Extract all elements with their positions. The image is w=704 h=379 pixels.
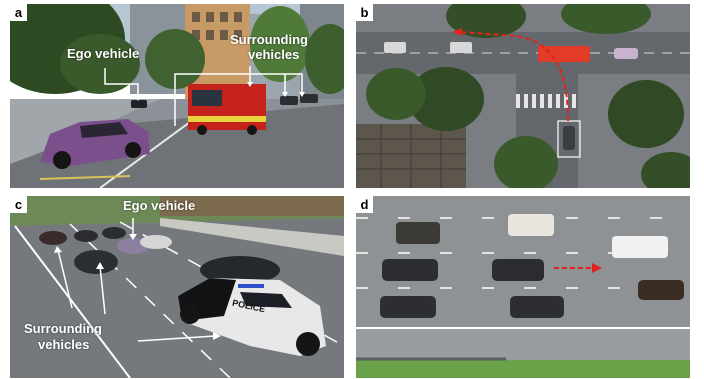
ego-vehicle-label: Ego vehicle xyxy=(67,46,140,61)
panel-a-scene xyxy=(10,4,344,188)
tree xyxy=(60,34,140,94)
ego-vehicle-label: Ego vehicle xyxy=(123,198,196,213)
tree xyxy=(641,152,690,188)
panel-b-scene xyxy=(356,4,690,188)
surrounding-vehicle xyxy=(380,296,436,318)
surrounding-vehicle xyxy=(382,259,438,281)
surrounding-vehicle xyxy=(140,235,172,249)
surrounding-vehicle xyxy=(614,48,638,59)
fire-truck xyxy=(188,84,266,135)
surrounding-vehicle xyxy=(450,42,472,53)
trajectory-arrow xyxy=(459,31,569,122)
ego-pointer-line xyxy=(104,68,139,98)
surrounding-vehicle xyxy=(384,42,406,53)
surrounding-vehicle xyxy=(74,230,98,242)
crosswalk xyxy=(516,94,576,108)
pointer-line xyxy=(99,265,106,315)
panel-d-topdown-highway: d xyxy=(356,196,690,378)
surrounding-vehicle xyxy=(102,227,126,239)
tree xyxy=(608,80,684,148)
panel-d-scene xyxy=(356,196,690,378)
pointer-line xyxy=(57,249,73,309)
surrounding-vehicles-label-line2: vehicles xyxy=(248,47,300,62)
panel-label-b: b xyxy=(356,4,373,21)
tree xyxy=(366,68,426,120)
tree xyxy=(408,67,484,131)
barrier xyxy=(160,218,344,256)
police-car xyxy=(178,278,326,356)
surrounding-pointer-line xyxy=(174,73,303,126)
panel-c-highway-scene: c Ego vehicle Surrounding vehicles POLIC… xyxy=(10,196,344,378)
tree xyxy=(561,4,651,34)
surrounding-vehicle xyxy=(74,250,118,274)
tree xyxy=(494,136,558,188)
trajectory-arrow-head xyxy=(452,28,462,36)
surrounding-vehicles-label-line2: vehicles xyxy=(38,337,90,352)
fire-truck xyxy=(538,46,590,62)
surrounding-vehicle xyxy=(508,214,554,236)
panel-label-a: a xyxy=(10,4,27,21)
surrounding-vehicle xyxy=(396,222,440,244)
panel-a-urban-street-photo: a Ego vehicle Surrounding vehicles xyxy=(10,4,344,188)
pointer-line xyxy=(137,335,216,342)
panel-b-topdown-intersection: b xyxy=(356,4,690,188)
surrounding-vehicle xyxy=(280,96,298,105)
surrounding-vehicle xyxy=(39,231,67,245)
ego-vehicle xyxy=(563,126,575,150)
trajectory-arrow-head xyxy=(592,263,602,273)
panel-label-c: c xyxy=(10,196,27,213)
surrounding-vehicle xyxy=(510,296,564,318)
grass xyxy=(356,360,690,378)
tree xyxy=(305,24,344,94)
surrounding-vehicle xyxy=(612,236,668,258)
purple-suv xyxy=(40,119,150,169)
ego-vehicle xyxy=(492,259,544,281)
surrounding-vehicle xyxy=(200,256,280,284)
surrounding-vehicle xyxy=(638,280,684,300)
tree xyxy=(446,4,526,38)
surrounding-vehicles-label-line1: Surrounding xyxy=(230,32,308,47)
tree xyxy=(250,6,310,82)
ego-vehicle xyxy=(131,100,147,108)
panel-label-d: d xyxy=(356,196,373,213)
surrounding-vehicles-label-line1: Surrounding xyxy=(24,321,102,336)
surrounding-vehicle xyxy=(300,94,318,103)
panel-c-scene xyxy=(10,196,344,378)
